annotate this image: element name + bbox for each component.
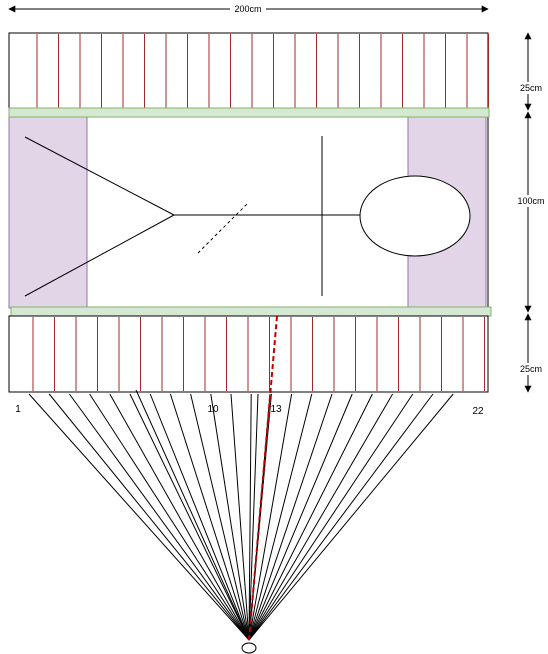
sensor-ray xyxy=(210,393,250,641)
sensor-ray xyxy=(248,393,394,641)
sensor-ray xyxy=(248,393,434,641)
width-label: 200cm xyxy=(234,4,261,14)
top-depth-label: 25cm xyxy=(520,83,542,93)
sensor-ray xyxy=(109,393,250,641)
figure-lower-leg xyxy=(24,214,175,297)
bottom-depth-label: 25cm xyxy=(520,364,542,374)
sensor-ray xyxy=(248,393,313,641)
sensor-ray xyxy=(248,393,252,641)
sensor-ray xyxy=(68,393,250,641)
top-strip-region xyxy=(8,32,489,111)
emitter-node xyxy=(241,642,257,654)
bottom-depth-label-background xyxy=(514,363,546,375)
sensor-ray xyxy=(248,393,454,641)
bottom-strip-lines xyxy=(32,317,485,391)
sensor-ray xyxy=(248,393,259,641)
middle-depth-label: 100cm xyxy=(517,196,544,206)
sensor-label-tenth: 10 xyxy=(207,404,219,415)
highlighted-sensor-ray xyxy=(248,315,278,641)
sensor-ray xyxy=(248,393,333,641)
sensor-ray xyxy=(129,393,250,641)
left-side-zone xyxy=(8,115,88,309)
sensor-rays xyxy=(28,389,454,641)
sensor-ray xyxy=(48,393,250,641)
depth-dimensions: 25cm 100cm 25cm xyxy=(512,32,548,393)
width-label-background xyxy=(230,2,266,14)
top-strip-frame xyxy=(8,32,489,111)
width-dimension: 200cm xyxy=(8,2,489,14)
sensor-ray xyxy=(28,393,250,641)
sensor-ray xyxy=(230,393,250,641)
top-board xyxy=(8,107,490,118)
sensor-ray xyxy=(169,393,250,641)
sensor-ray xyxy=(89,393,250,641)
sensor-label-first: 1 xyxy=(15,404,21,415)
top-depth-label-background xyxy=(514,82,546,94)
sensor-ray xyxy=(135,389,250,641)
sensor-ray xyxy=(149,393,250,641)
sensor-ray xyxy=(248,393,353,641)
top-strip-lines xyxy=(36,34,489,108)
sensor-label-highlighted: 13 xyxy=(270,404,282,415)
middle-depth-label-background xyxy=(512,195,548,207)
figure-head xyxy=(359,175,471,257)
sensor-ray xyxy=(248,393,373,641)
sensor-ray xyxy=(248,393,414,641)
bottom-strip-region xyxy=(8,315,489,393)
lying-figure xyxy=(24,136,471,297)
bottom-board xyxy=(10,306,492,317)
figure-upper-leg xyxy=(24,136,175,216)
sensor-ray xyxy=(248,393,293,641)
sensor-ray xyxy=(190,393,250,641)
middle-region xyxy=(8,115,489,309)
sensor-label-last: 22 xyxy=(472,406,484,417)
